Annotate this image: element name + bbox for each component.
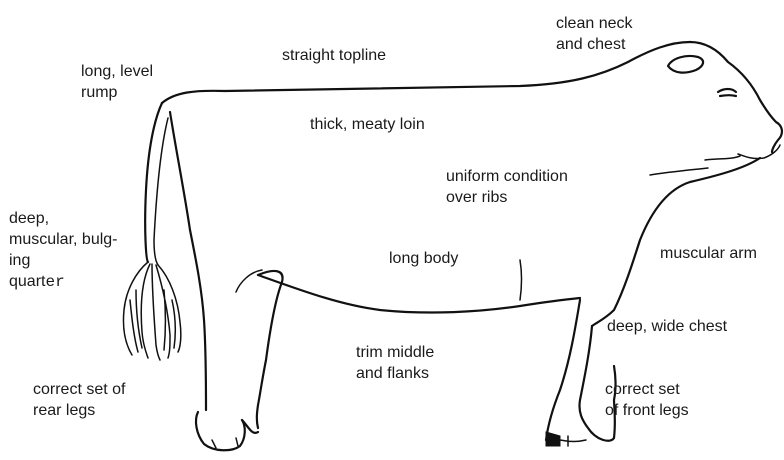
label-thick-meaty-loin: thick, meaty loin <box>310 114 425 135</box>
label-long-body: long body <box>389 248 458 269</box>
jaw-line <box>705 156 740 160</box>
hind-hoof-toes <box>212 438 238 448</box>
front-leg-back-outline <box>546 300 580 440</box>
label-trim-middle-and-flanks: trim middle and flanks <box>356 342 434 384</box>
dewlap-line <box>650 168 708 175</box>
front-hoof <box>546 432 560 446</box>
ear-outline <box>668 56 703 73</box>
label-deep-muscular-quarter: deep, muscular, bulg- ing quarter <box>9 208 118 293</box>
label-uniform-condition: uniform condition over ribs <box>446 166 568 208</box>
flank-line <box>236 270 262 292</box>
hind-leg-front-outline <box>257 271 283 428</box>
label-straight-topline: straight topline <box>282 45 386 66</box>
brisket-outline <box>592 158 760 326</box>
hind-leg-rear-outline <box>170 112 206 410</box>
label-deep-muscular-quarter-tail: er <box>45 273 64 291</box>
label-muscular-arm: muscular arm <box>660 243 757 264</box>
elbow-line <box>520 260 522 300</box>
label-clean-neck-and-chest: clean neck and chest <box>556 13 633 55</box>
tail-inner-line <box>154 118 168 265</box>
label-rear-legs: correct set of rear legs <box>33 379 125 421</box>
label-front-legs: correct set of front legs <box>605 379 689 421</box>
label-long-level-rump: long, level rump <box>81 61 153 103</box>
label-deep-wide-chest: deep, wide chest <box>607 316 727 337</box>
belly-outline <box>258 275 580 313</box>
tail-switch <box>123 262 180 360</box>
front-hoof-toes <box>560 436 586 446</box>
eye-mark <box>718 89 736 96</box>
